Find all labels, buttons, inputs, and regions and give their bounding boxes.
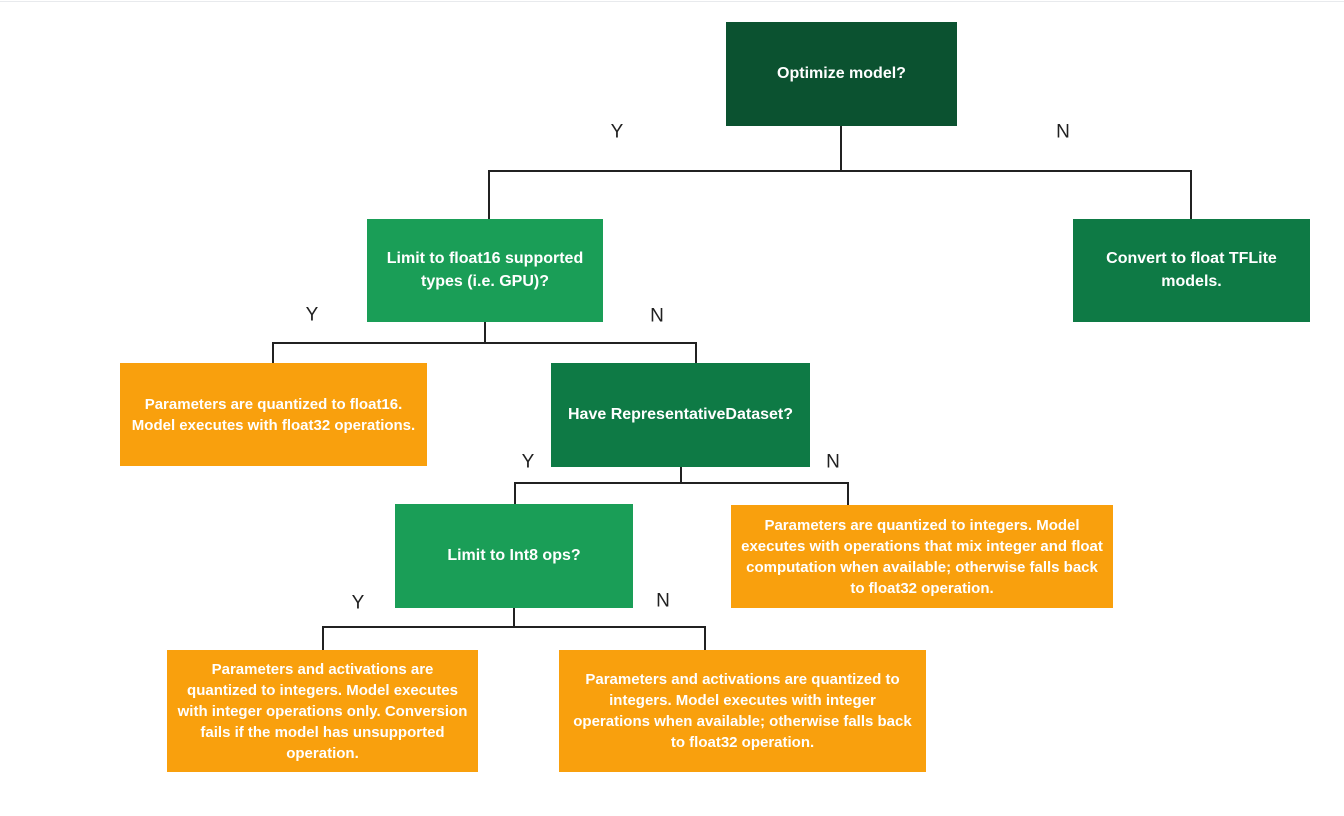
connector-repr-dataset-stem xyxy=(680,467,682,483)
connector-optimize-no-drop xyxy=(1190,170,1192,219)
branch-label-repr-dataset-no: N xyxy=(826,451,840,473)
connector-float16-stem xyxy=(484,322,486,343)
connector-float16-no-drop xyxy=(695,342,697,363)
node-mixed-int-float-result: Parameters are quantized to integers. Mo… xyxy=(731,505,1113,608)
connector-optimize-stem xyxy=(840,126,842,171)
branch-label-optimize-no: N xyxy=(1056,121,1070,143)
node-float16-quantization-result: Parameters are quantized to float16. Mod… xyxy=(120,363,427,466)
connector-repr-dataset-rail xyxy=(514,482,849,484)
branch-label-float16-no: N xyxy=(650,305,664,327)
branch-label-repr-dataset-yes: Y xyxy=(521,451,535,473)
branch-label-int8-no: N xyxy=(656,590,670,612)
connector-int8-no-drop xyxy=(704,626,706,650)
connector-float16-rail xyxy=(272,342,697,344)
connector-repr-dataset-yes-drop xyxy=(514,482,516,504)
node-limit-float16: Limit to float16 supported types (i.e. G… xyxy=(367,219,603,322)
connector-optimize-yes-drop xyxy=(488,170,490,219)
branch-label-optimize-yes: Y xyxy=(610,121,624,143)
branch-label-int8-yes: Y xyxy=(351,592,365,614)
connector-repr-dataset-no-drop xyxy=(847,482,849,505)
connector-int8-yes-drop xyxy=(322,626,324,650)
connector-int8-rail xyxy=(322,626,706,628)
node-integer-only-result: Parameters and activations are quantized… xyxy=(167,650,478,772)
node-integer-fallback-result: Parameters and activations are quantized… xyxy=(559,650,926,772)
node-have-representative-dataset: Have RepresentativeDataset? xyxy=(551,363,810,467)
branch-label-float16-yes: Y xyxy=(305,304,319,326)
node-convert-float-tflite: Convert to float TFLite models. xyxy=(1073,219,1310,322)
connector-float16-yes-drop xyxy=(272,342,274,363)
connector-int8-stem xyxy=(513,608,515,627)
node-limit-int8-ops: Limit to Int8 ops? xyxy=(395,504,633,608)
node-optimize-model: Optimize model? xyxy=(726,22,957,126)
top-divider xyxy=(0,1,1344,2)
connector-optimize-rail xyxy=(488,170,1192,172)
